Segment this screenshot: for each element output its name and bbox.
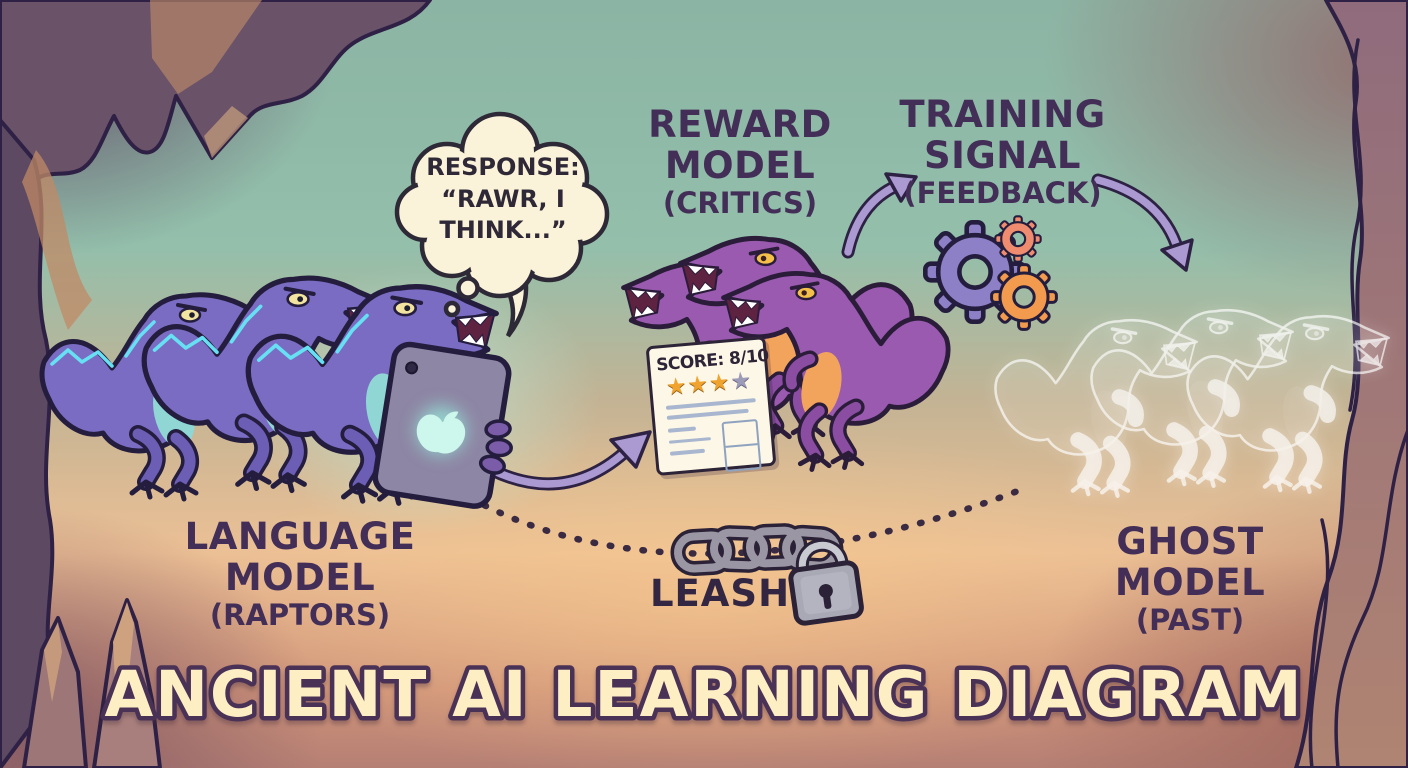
padlock-icon [788, 538, 864, 626]
raptor-hand [478, 419, 513, 475]
arrow-training-to-ghost [1091, 173, 1194, 272]
apple-logo-icon [416, 405, 467, 456]
leash-label: LEASH [649, 572, 791, 615]
ghost-model-subtitle: (PAST) [1135, 602, 1245, 637]
label-reward-model: REWARD MODEL (CRITICS) [590, 103, 890, 220]
leash-dotted-line [452, 483, 1032, 557]
rock-highlight [150, 0, 262, 94]
card-checkbox-grid [721, 419, 762, 473]
chain-icon [670, 523, 844, 576]
bubble-line-1: RESPONSE: [426, 153, 580, 181]
card-detail-area [662, 419, 768, 478]
card-line [666, 408, 749, 421]
training-signal-name-1: TRAINING [899, 93, 1106, 136]
card-text-lines [667, 423, 718, 463]
gears-group [925, 215, 1058, 331]
stalactite-rocks [0, 0, 432, 224]
label-training-signal: TRAINING SIGNAL (FEEDBACK) [895, 93, 1110, 210]
rock-highlight [113, 602, 134, 702]
thought-bubble [394, 111, 610, 338]
language-model-subtitle: (RAPTORS) [209, 597, 391, 632]
rock-highlight [204, 106, 248, 158]
ghost-model-name: GHOST MODEL [1114, 520, 1266, 605]
bubble-trail-dot [456, 276, 480, 300]
gear-icon [994, 215, 1042, 263]
score-card: SCORE: 8/10 ★★★★ [645, 336, 777, 478]
rock-highlight [22, 150, 92, 330]
training-signal-subtitle: (FEEDBACK) [903, 175, 1102, 210]
tablet-camera-dot [405, 361, 419, 375]
card-line [665, 398, 756, 411]
label-ghost-model: GHOST MODEL (PAST) [1040, 520, 1340, 637]
rock-highlight [44, 622, 62, 702]
stalagmite [22, 616, 88, 768]
gear-icon [990, 263, 1058, 331]
language-model-name: LANGUAGE MODEL [184, 515, 416, 600]
keyhole [818, 584, 833, 599]
empty-star: ★ [729, 367, 754, 396]
training-signal-name-2: SIGNAL [924, 134, 1081, 178]
diagram-title: ANCIENT AI LEARNING DIAGRAM [104, 658, 1303, 731]
arrow-reward-to-training [841, 172, 918, 259]
arrow-language-to-reward [485, 430, 652, 491]
reward-model-name: REWARD MODEL [648, 103, 832, 188]
ghost-model-raptors [995, 310, 1389, 496]
tablet-icon [372, 341, 513, 509]
bubble-trail-dot [443, 300, 461, 318]
stalagmite [92, 598, 162, 768]
bubble-line-3: THINK...” [439, 216, 567, 245]
title-banner: ANCIENT AI LEARNING DIAGRAM [100, 654, 1306, 736]
reward-model-subtitle: (CRITICS) [662, 185, 818, 220]
thought-bubble-text: RESPONSE: “RAWR, I THINK...” [405, 152, 601, 247]
bubble-line-2: “RAWR, I [441, 184, 565, 213]
label-language-model: LANGUAGE MODEL (RAPTORS) [140, 515, 460, 632]
filled-stars: ★★★ [664, 369, 732, 401]
